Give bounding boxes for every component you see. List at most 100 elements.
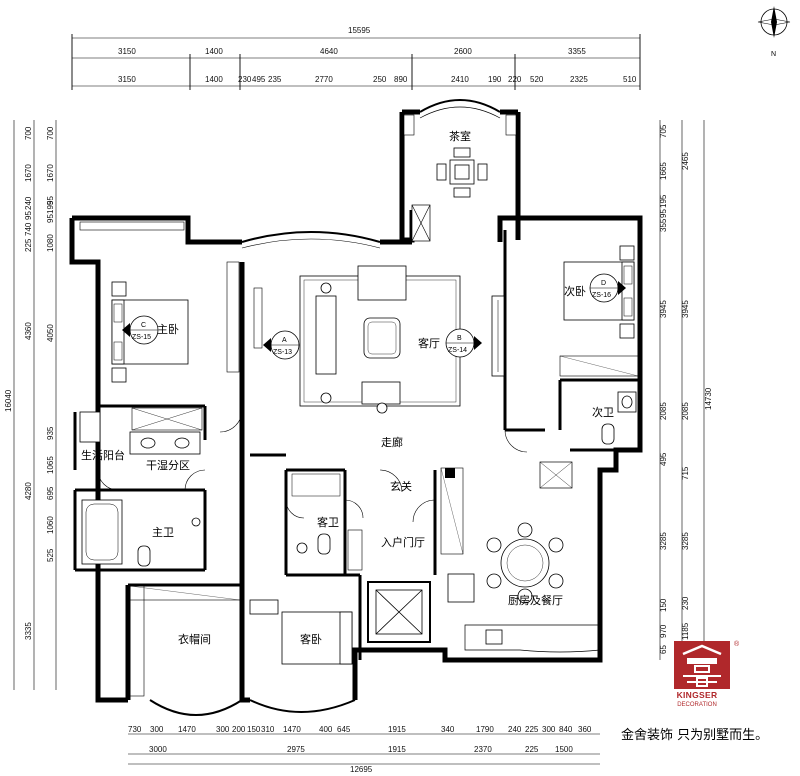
label-wet-dry-zone: 干湿分区 — [146, 459, 190, 472]
dim-bot-r2-3: 2370 — [474, 745, 492, 754]
dim-left-o-2: 240 — [24, 196, 33, 210]
guest-bedroom-furniture — [249, 599, 356, 713]
tag-c-code: ZS-15 — [132, 334, 151, 341]
dim-bot-r1-6: 310 — [261, 725, 275, 734]
dim-bot-r1-11: 340 — [441, 725, 455, 734]
dim-bot-r2-5: 1500 — [555, 745, 573, 754]
dim-bot-r2-0: 3000 — [149, 745, 167, 754]
dim-top-r1-2: 4640 — [320, 47, 338, 56]
dim-top-r2-6: 250 — [373, 75, 387, 84]
label-entry-hall: 入户门厅 — [381, 535, 425, 549]
dim-bot-r1-8: 400 — [319, 725, 333, 734]
dim-bot-r1-4: 200 — [232, 725, 246, 734]
dim-left-o-15: 3335 — [24, 622, 33, 640]
north-compass-icon — [757, 6, 791, 38]
dim-right-i-4: 355 — [659, 218, 668, 232]
dim-bot-r1-15: 300 — [542, 725, 556, 734]
dim-bot-r1-16: 840 — [559, 725, 573, 734]
living-room-bay — [241, 231, 381, 249]
dim-right-i-11: 65 — [659, 645, 668, 654]
dim-left-o-6: 225 — [24, 238, 33, 252]
dim-right-i-10: 970 — [659, 624, 668, 638]
dim-top-r2-3: 495 — [252, 75, 266, 84]
dim-right-i-6: 2085 — [659, 402, 668, 420]
dim-left-o-1: 1670 — [24, 164, 33, 182]
dim-top-r1-1: 1400 — [205, 47, 223, 56]
dim-left-o-0: 700 — [24, 126, 33, 140]
dim-top-row1: 3150 1400 4640 2600 3355 — [118, 47, 586, 56]
tag-d-code: ZS-16 — [592, 292, 611, 299]
elevation-tag-d: D ZS-16 — [589, 273, 626, 303]
dim-top-r2-11: 520 — [530, 75, 544, 84]
label-master-bath: 主卫 — [152, 526, 174, 539]
label-guest-bedroom: 客卧 — [300, 632, 322, 646]
dim-right-o-5: 230 — [681, 596, 690, 610]
elevation-tag-a: A ZS-13 — [263, 330, 300, 360]
bathroom-fixtures — [79, 407, 203, 567]
dim-right-i-8: 3285 — [659, 532, 668, 550]
tag-d-letter: D — [601, 280, 606, 287]
dim-top-r2-8: 2410 — [451, 75, 469, 84]
dim-right-outer: 2465 3945 2085 715 3285 230 1185 — [681, 152, 690, 640]
label-second-bedroom: 次卧 — [564, 284, 586, 298]
dim-bot-r2-1: 2975 — [287, 745, 305, 754]
label-kitchen-dining: 厨房及餐厅 — [508, 593, 563, 607]
dim-top-r2-4: 235 — [268, 75, 282, 84]
label-walk-in-closet: 衣帽间 — [178, 632, 211, 646]
brand-subtitle: DECORATION — [677, 702, 717, 708]
dim-bot-r1-1: 300 — [150, 725, 164, 734]
label-master-bedroom: 主卧 — [157, 323, 179, 336]
guest-bath-fixtures — [291, 467, 464, 571]
dim-right-o-2: 2085 — [681, 402, 690, 420]
kingser-logo-icon — [674, 641, 730, 689]
dim-bot-r1-0: 730 — [128, 725, 142, 734]
dim-left-i-2: 95 — [46, 196, 55, 205]
dim-left-i-0: 700 — [46, 126, 55, 140]
dim-bot-r1-13: 240 — [508, 725, 522, 734]
dim-left-o-5: 95 — [46, 214, 55, 223]
dim-top-r2-1: 1400 — [205, 75, 223, 84]
dim-top-r1-3: 2600 — [454, 47, 472, 56]
elevator-shaft — [367, 581, 431, 643]
dim-left-o-10: 935 — [46, 426, 55, 440]
label-second-bath: 次卫 — [592, 405, 614, 419]
dim-top-r2-12: 2325 — [570, 75, 588, 84]
dim-right-o-6: 1185 — [681, 622, 690, 640]
dim-bot-r1-7: 1470 — [283, 725, 301, 734]
dim-left-o-14: 525 — [46, 548, 55, 562]
dim-bot-r1-5: 150 — [247, 725, 261, 734]
dim-left-o-11: 1065 — [46, 456, 55, 474]
dim-left-i-3: 4050 — [46, 324, 55, 342]
dim-bottom-row2: 3000 2975 1915 2370 225 1500 — [149, 745, 573, 754]
bottom-dimension-lines — [128, 733, 600, 765]
room-labels: 茶室 主卧 客厅 次卧 次卫 走廊 生活阳台 干湿分区 主卫 玄关 客卫 入户门… — [81, 129, 614, 646]
registered-mark: ® — [734, 641, 740, 648]
label-corridor: 走廊 — [381, 435, 403, 449]
label-tea-room: 茶室 — [449, 129, 471, 143]
dim-top-r2-7: 890 — [394, 75, 408, 84]
dim-top-row2: 3150 1400 230 495 235 2770 250 890 2410 … — [118, 75, 637, 84]
left-dimension-lines — [13, 120, 57, 690]
dim-bot-r1-14: 225 — [525, 725, 539, 734]
label-utility-balcony: 生活阳台 — [81, 448, 125, 462]
dim-left-outer: 700 1670 240 95 195 95 225 740 1080 4360… — [24, 126, 55, 640]
dim-top-r2-10: 220 — [508, 75, 522, 84]
second-bath-fixtures — [539, 391, 637, 489]
brand-name: KINGSER — [676, 690, 718, 700]
dim-bot-r1-2: 1470 — [178, 725, 196, 734]
dim-right-inner: 705 1665 195 95 355 3945 2085 495 3285 1… — [659, 124, 668, 654]
dim-top-r2-0: 3150 — [118, 75, 136, 84]
dim-left-total: 16040 — [4, 389, 13, 412]
dim-right-o-4: 3285 — [681, 532, 690, 550]
doors — [97, 409, 528, 523]
dim-bot-r2-2: 1915 — [388, 745, 406, 754]
tea-table — [436, 147, 488, 198]
tag-a-letter: A — [282, 337, 287, 344]
second-bedroom-furniture — [559, 245, 639, 377]
north-label: N — [771, 51, 777, 58]
dim-right-i-7: 495 — [659, 452, 668, 466]
dim-right-i-3: 95 — [659, 209, 668, 218]
tag-b-code: ZS-14 — [448, 347, 467, 354]
living-room-sofa-set — [253, 265, 505, 414]
dim-top-r1-0: 3150 — [118, 47, 136, 56]
